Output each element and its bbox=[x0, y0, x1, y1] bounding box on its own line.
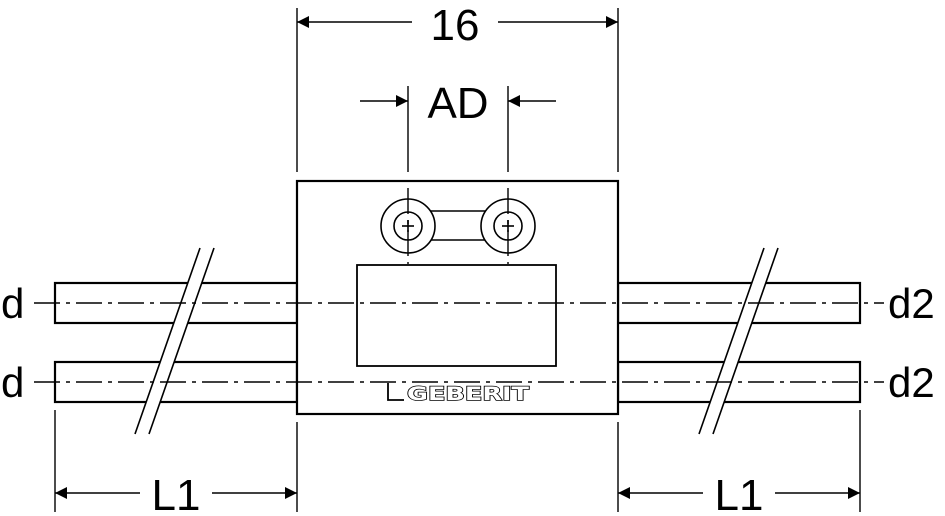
width-label: 16 bbox=[431, 1, 480, 50]
dimension-lines bbox=[55, 15, 860, 499]
left-length-label: L1 bbox=[152, 471, 201, 516]
inner-plate bbox=[356, 264, 557, 367]
connection-bracket bbox=[380, 198, 536, 254]
right-bottom-diameter-label: d2 bbox=[888, 359, 935, 406]
left-break-mark bbox=[135, 248, 214, 434]
geberit-logo: GEBERIT bbox=[387, 382, 530, 406]
right-top-diameter-label: d2 bbox=[888, 280, 935, 327]
spacing-label: AD bbox=[427, 79, 488, 128]
centre-lines bbox=[34, 188, 884, 383]
logo-bracket-icon bbox=[387, 383, 404, 401]
logo-text: GEBERIT bbox=[407, 383, 529, 405]
break-marks bbox=[134, 247, 779, 435]
left-top-diameter-label: d bbox=[1, 280, 24, 327]
left-bottom-diameter-label: d bbox=[1, 359, 24, 406]
right-break-mark bbox=[699, 248, 778, 434]
right-length-label: L1 bbox=[715, 471, 764, 516]
